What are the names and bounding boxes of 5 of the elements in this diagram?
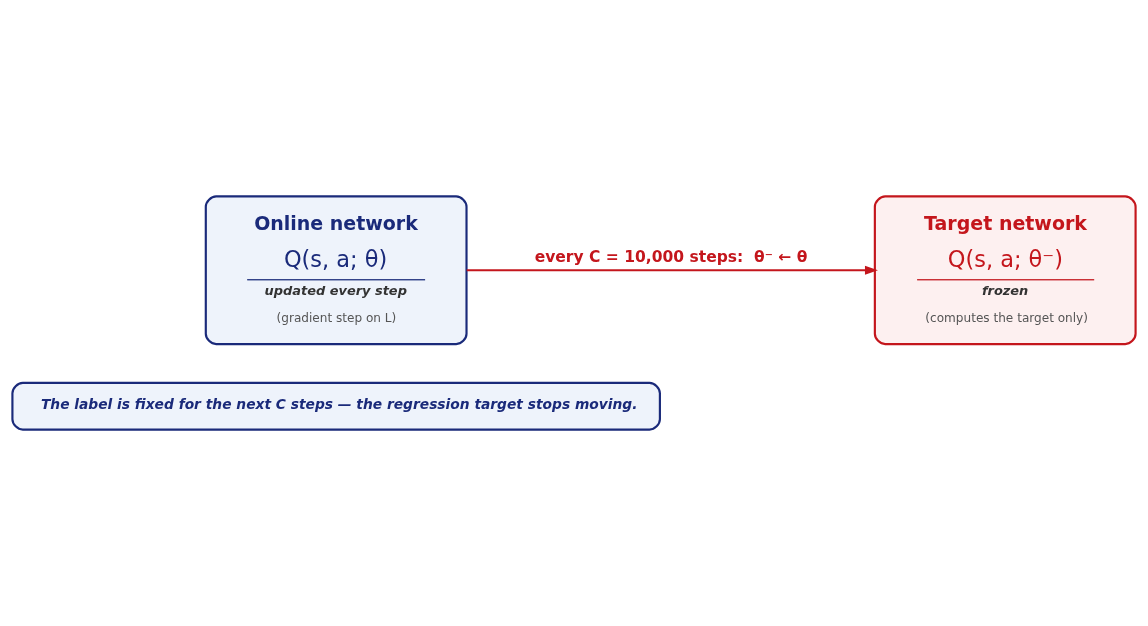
edge-label: every C = 10,000 steps: θ⁻ ← θ [534, 247, 808, 266]
node-box: Target network Q(s, a; θ⁻) frozen (computes the target only) [873, 195, 1137, 346]
node-box: The label is fixed for the next C steps — the regression target stops moving. [11, 381, 661, 431]
arrow [466, 265, 878, 275]
node-box: Online network Q(s, a; θ) updated every step (gradient step on L) [204, 195, 468, 346]
